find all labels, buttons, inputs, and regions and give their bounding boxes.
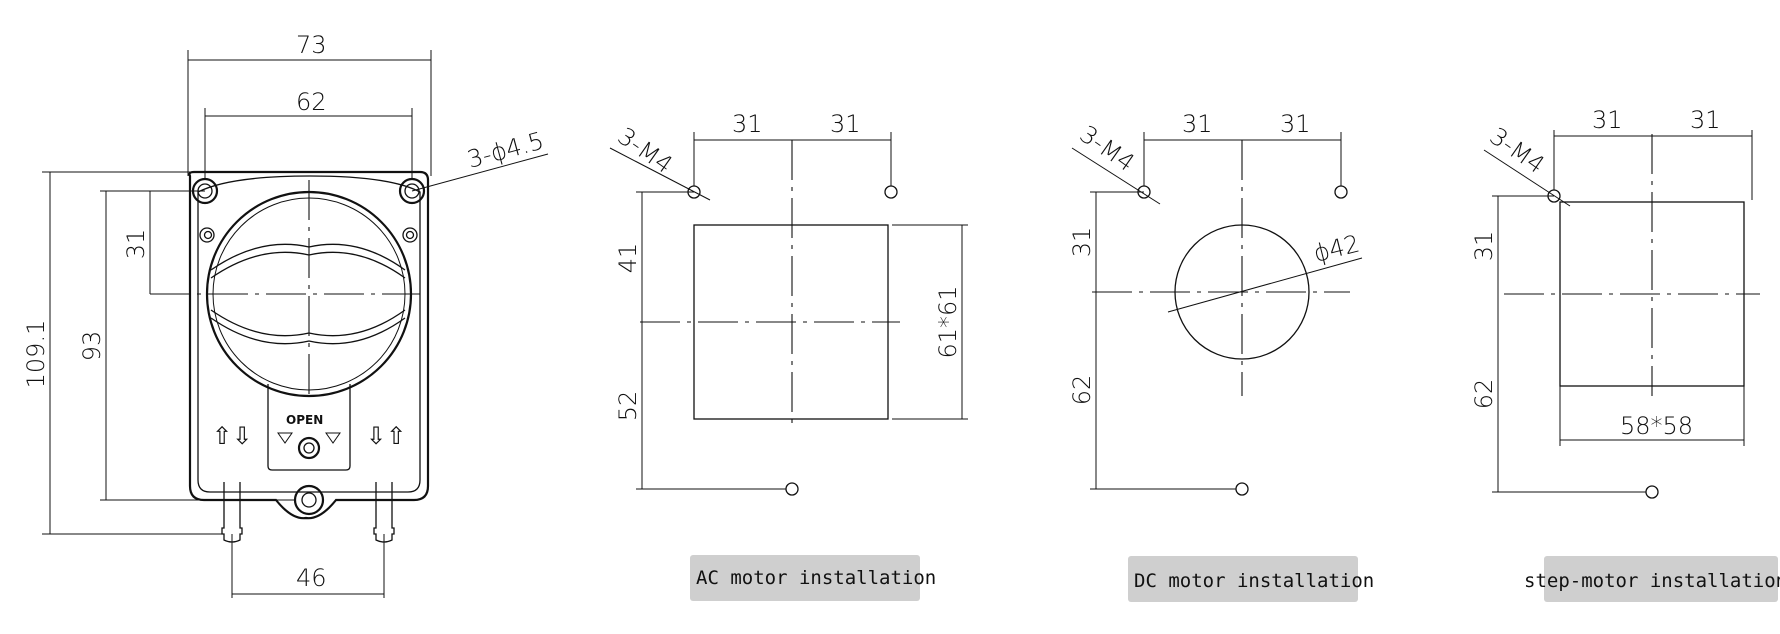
ac-thread-note: 3-M4 xyxy=(613,122,678,179)
ac-size: 61*61 xyxy=(934,285,962,358)
flow-arrows-right: ⇩⇧ xyxy=(366,422,406,450)
ac-caption: AC motor installation xyxy=(696,567,936,589)
ac-dim-lower: 52 xyxy=(614,391,642,422)
step-motor-view: 31 31 31 62 58*58 3-M4 step-motor instal… xyxy=(1470,106,1780,602)
dc-caption: DC motor installation xyxy=(1134,570,1374,592)
tube-left xyxy=(221,482,243,543)
ac-dim-upper: 41 xyxy=(614,243,642,274)
open-latch xyxy=(267,384,351,471)
dc-motor-view: 31 31 31 62 ϕ42 3-M4 DC motor installati… xyxy=(1068,110,1374,602)
dim-46: 46 xyxy=(296,564,327,592)
dim-73: 73 xyxy=(296,31,327,59)
dc-thread-note: 3-M4 xyxy=(1075,120,1140,177)
ac-motor-view: 31 31 41 52 61*61 3-M4 AC motor installa… xyxy=(609,110,968,601)
pump-view: OPEN ⇧⇩ ⇩⇧ 73 62 109.1 93 31 xyxy=(22,31,549,598)
tube-right xyxy=(373,482,395,543)
open-label: OPEN xyxy=(286,413,323,427)
dc-dim-lower: 62 xyxy=(1068,375,1096,406)
ac-dim-right: 31 xyxy=(830,110,861,138)
dim-62: 62 xyxy=(296,88,327,116)
dc-dim-upper: 31 xyxy=(1068,227,1096,258)
step-dim-upper: 31 xyxy=(1470,231,1498,262)
hole-note: 3-ϕ4.5 xyxy=(464,127,547,174)
dc-dim-right: 31 xyxy=(1280,110,1311,138)
ac-dim-left: 31 xyxy=(732,110,763,138)
flow-arrows-left: ⇧⇩ xyxy=(212,422,252,450)
step-dim-left: 31 xyxy=(1592,106,1623,134)
step-dim-right: 31 xyxy=(1690,106,1721,134)
step-thread-note: 3-M4 xyxy=(1485,122,1550,179)
dc-dim-left: 31 xyxy=(1182,110,1213,138)
dim-93: 93 xyxy=(78,331,106,362)
dc-diameter: ϕ42 xyxy=(1311,229,1363,267)
dim-109-1: 109.1 xyxy=(22,320,50,389)
dim-31-pump: 31 xyxy=(122,229,150,260)
step-size: 58*58 xyxy=(1620,412,1693,440)
step-caption: step-motor installation xyxy=(1524,570,1780,592)
step-dim-lower: 62 xyxy=(1470,379,1498,410)
